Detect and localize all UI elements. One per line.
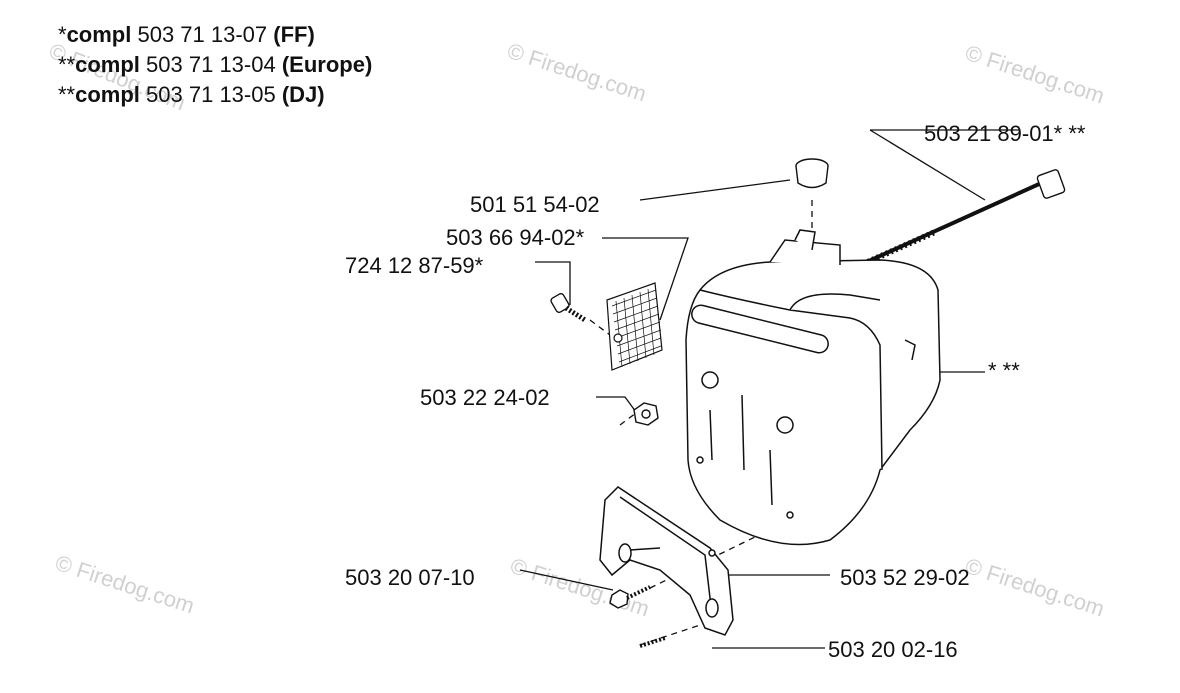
muffler-body-part xyxy=(685,229,941,546)
header-line-dj: **compl 503 71 13-05 (DJ) xyxy=(58,82,325,107)
label-screw-small: 724 12 87-59* xyxy=(345,253,484,278)
nut-part xyxy=(633,402,659,426)
label-bolt-long: 503 21 89-01* ** xyxy=(924,121,1086,146)
screw-lower-part xyxy=(639,636,666,648)
plug-part xyxy=(795,158,829,189)
label-gasket-bracket: 503 52 29-02 xyxy=(840,565,970,590)
leader-plug xyxy=(639,179,791,201)
label-nut: 503 22 24-02 xyxy=(420,385,550,410)
leader-nut xyxy=(596,396,637,413)
screen-part xyxy=(606,282,663,371)
bolt-long-part xyxy=(843,169,1066,275)
header-line-europe: **compl 503 71 13-04 (Europe) xyxy=(58,52,373,77)
label-plug: 501 51 54-02 xyxy=(470,192,600,217)
label-screw-lower: 503 20 02-16 xyxy=(828,637,958,662)
label-screen: 503 66 94-02* xyxy=(446,225,585,250)
leader-screen xyxy=(602,237,689,321)
screw-bottom-part xyxy=(609,585,651,609)
screw-small-part xyxy=(550,292,587,323)
leader-bolt-long xyxy=(869,129,1020,201)
leader-screw-bottom xyxy=(519,569,614,591)
label-muffler: * ** xyxy=(988,358,1020,383)
label-screw-bottom: 503 20 07-10 xyxy=(345,565,475,590)
bracket-part xyxy=(599,486,734,636)
leader-screw-small xyxy=(535,261,571,305)
header-line-ff: *compl 503 71 13-07 (FF) xyxy=(58,22,315,47)
